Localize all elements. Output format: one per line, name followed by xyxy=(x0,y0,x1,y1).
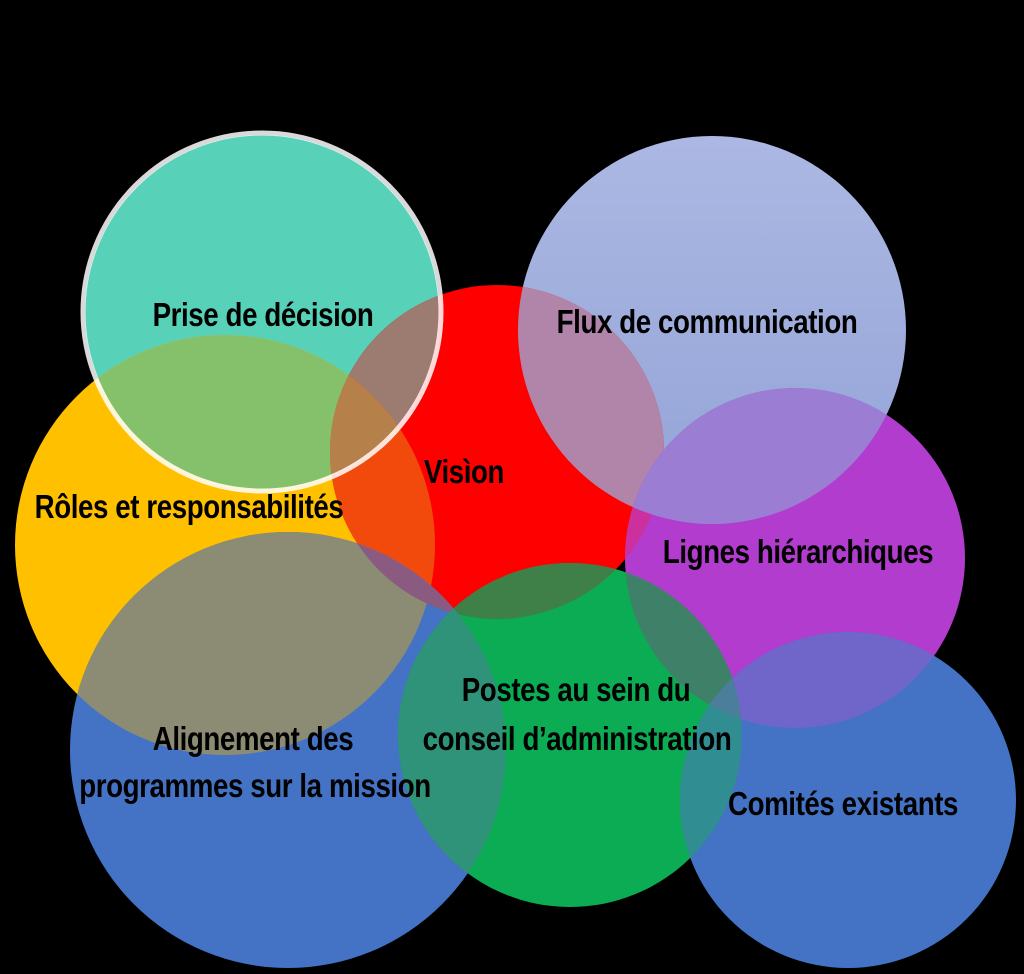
label-alignement-line2: programmes sur la mission xyxy=(79,768,430,805)
label-lignes-hierarchiques: Lignes hiérarchiques xyxy=(663,534,933,571)
prise-white-ring xyxy=(80,130,444,494)
label-vision: Visìon xyxy=(424,454,504,491)
label-flux-de-communication: Flux de communication xyxy=(557,304,858,341)
overlap-teal-red xyxy=(330,285,439,489)
label-postes-line1: Postes au sein du xyxy=(462,672,691,709)
label-roles-et-responsabilites: Rôles et responsabilités xyxy=(35,489,344,526)
label-prise-de-decision: Prise de décision xyxy=(153,297,374,334)
overlap-red-periwinkle xyxy=(518,285,664,524)
overlap-purple-green xyxy=(625,563,742,728)
label-comites-existants: Comités existants xyxy=(728,786,958,823)
label-alignement-line1: Alignement des xyxy=(153,721,353,758)
label-postes-line2: conseil d’administration xyxy=(423,721,732,758)
